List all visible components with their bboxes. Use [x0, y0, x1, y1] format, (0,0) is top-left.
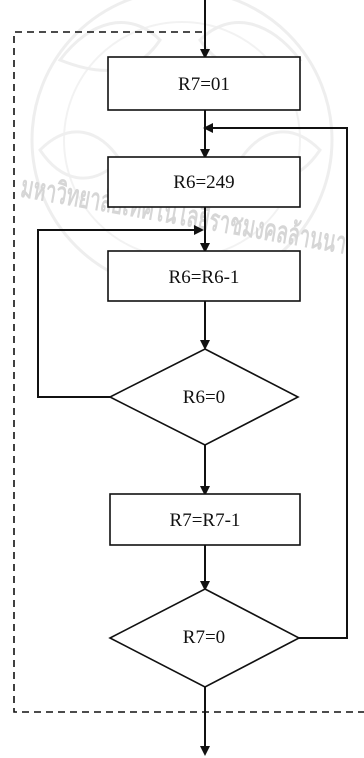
- label-r6-dec: R6=R6-1: [169, 267, 240, 288]
- outer-loop-back-arrow: [203, 123, 348, 639]
- process-box-r7-init: [107, 56, 301, 111]
- label-r6-init: R6=249: [173, 172, 234, 193]
- label-r7-dec: R7=R7-1: [170, 510, 241, 531]
- process-box-r6-dec: [107, 250, 301, 302]
- label-r7-init: R7=01: [178, 74, 230, 95]
- label-r7-zero: R7=0: [183, 627, 225, 648]
- inner-loop-back-arrow: [37, 225, 204, 398]
- label-r6-zero: R6=0: [183, 387, 225, 408]
- process-box-r7-dec: [109, 493, 301, 546]
- outer-dashed-boundary: [13, 31, 364, 713]
